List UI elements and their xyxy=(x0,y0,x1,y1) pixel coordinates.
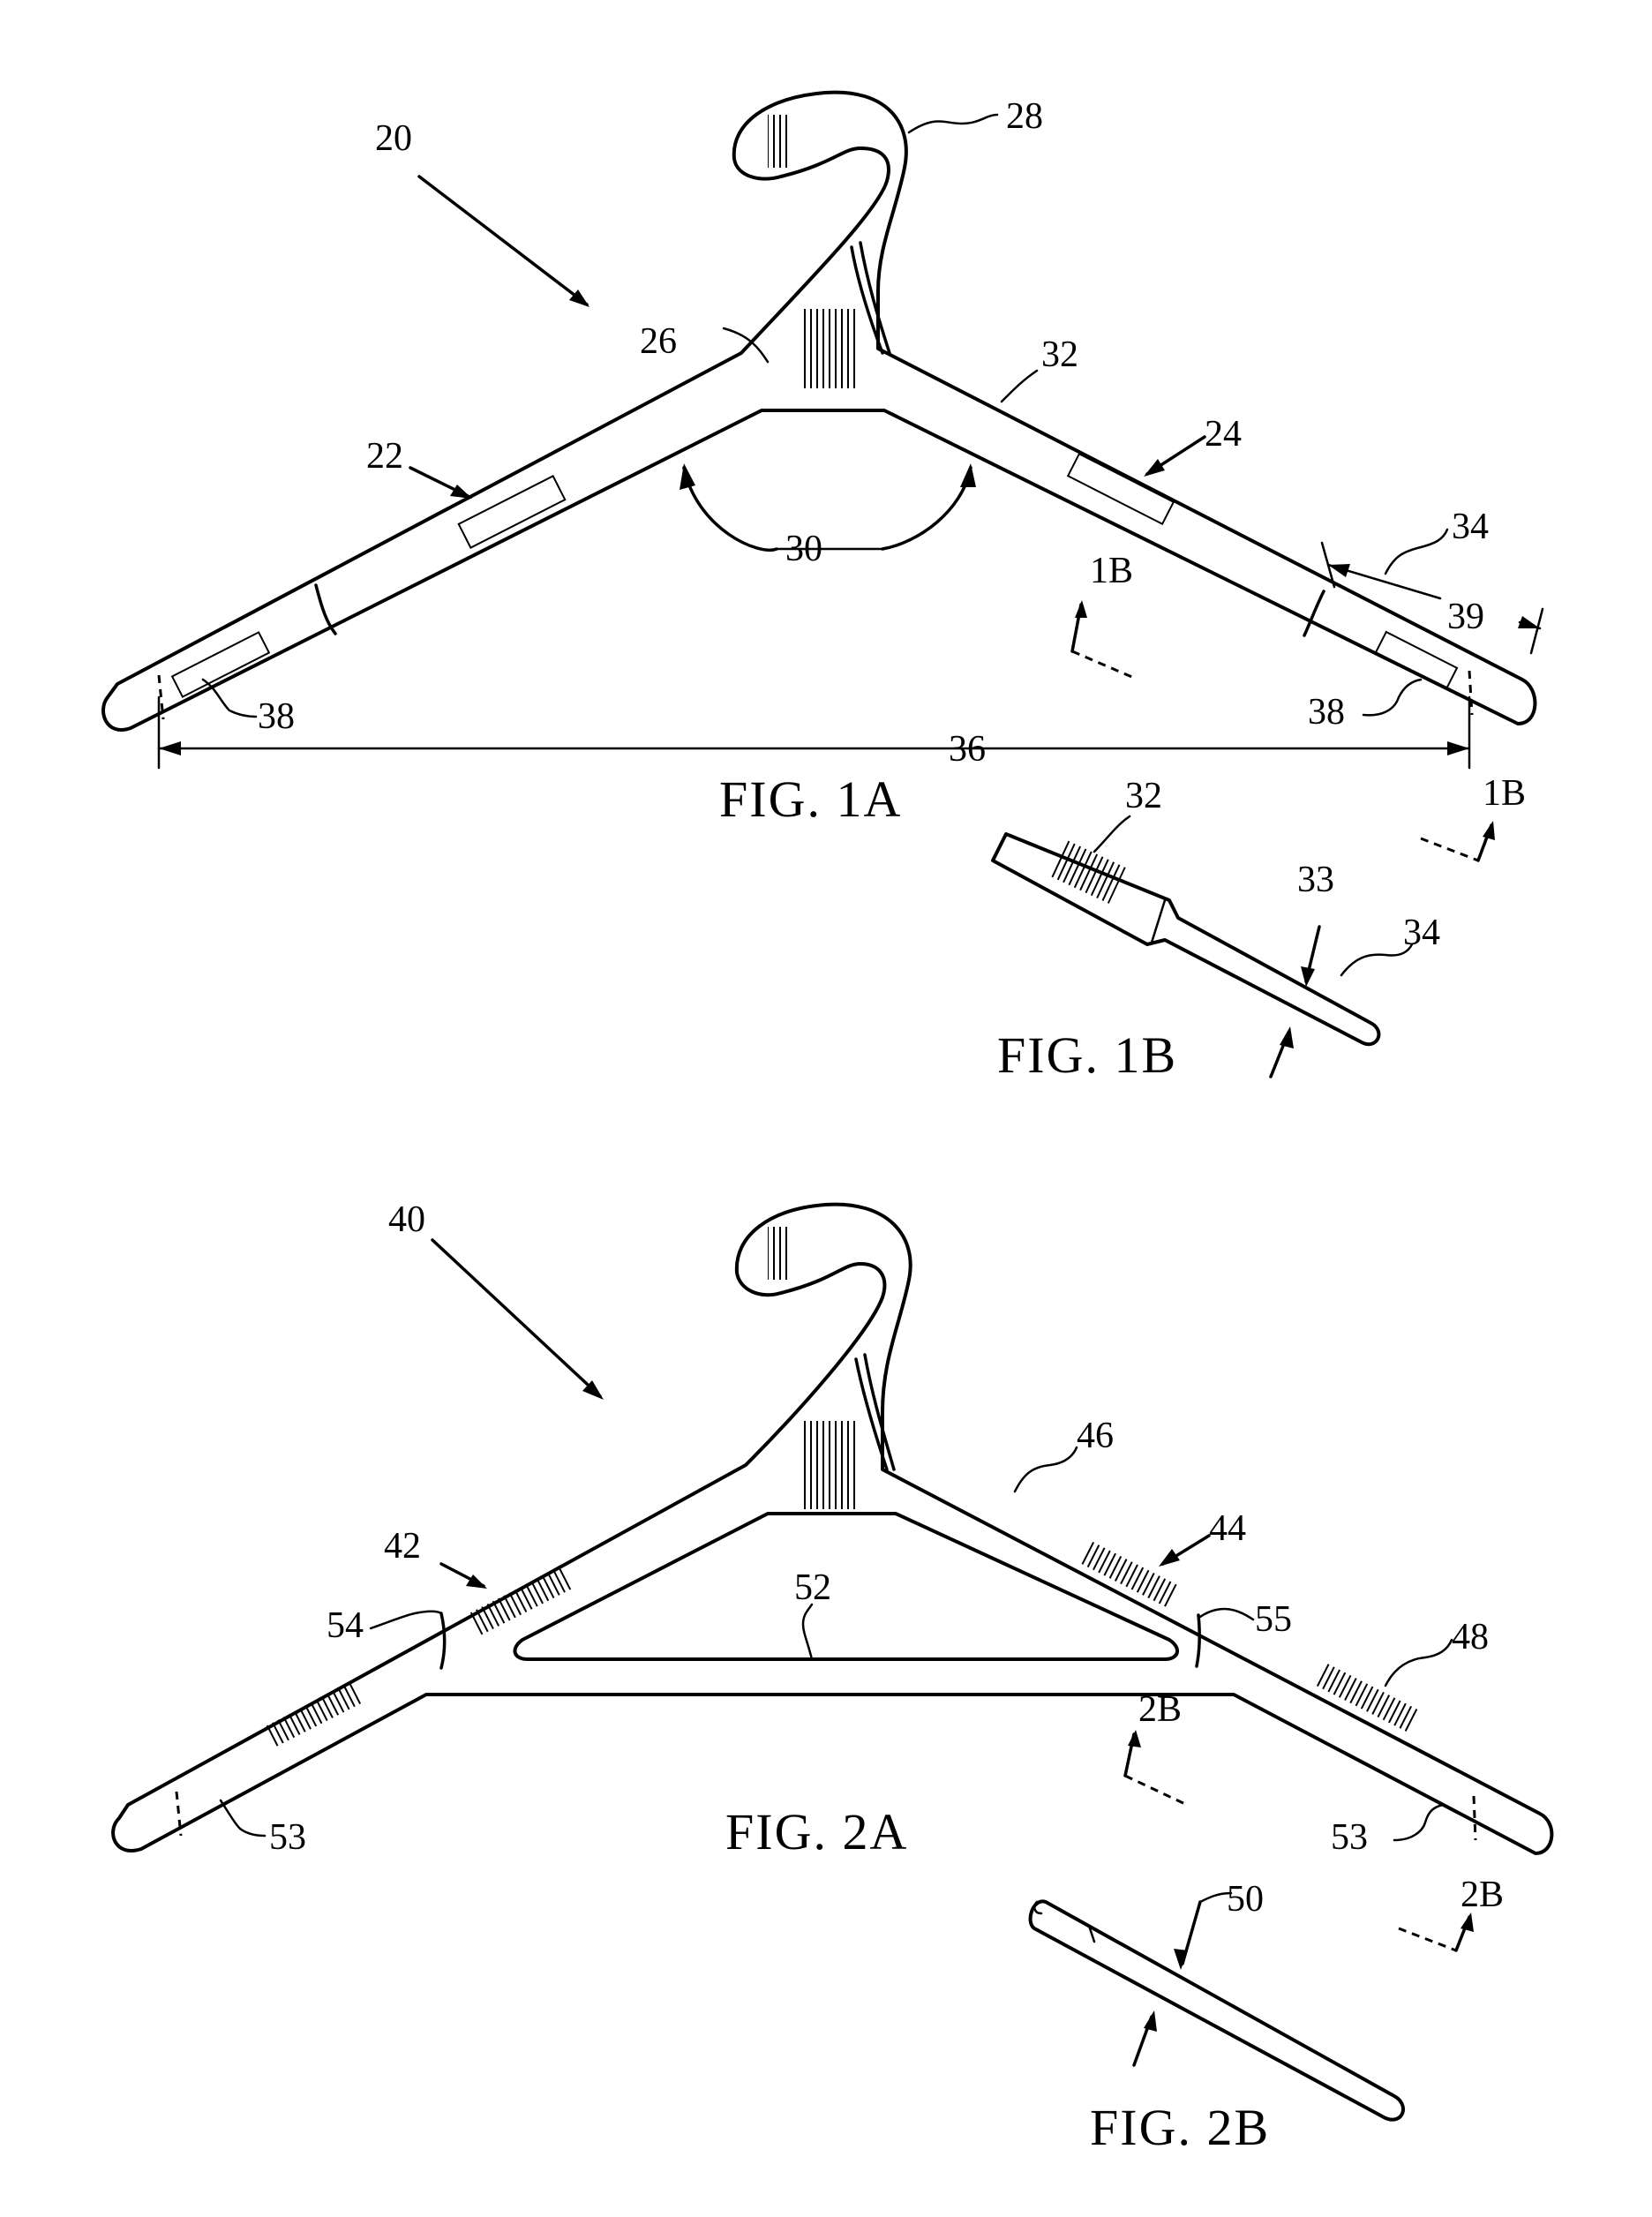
ref-48: 48 xyxy=(1452,1617,1489,1657)
ref-2b-upper: 2B xyxy=(1138,1689,1182,1730)
leader-32 xyxy=(1002,371,1037,402)
ref-53-right: 53 xyxy=(1331,1817,1368,1858)
ref-55: 55 xyxy=(1255,1599,1292,1640)
leader-1b-34 xyxy=(1341,944,1412,975)
section-2b-body xyxy=(1031,1901,1403,2119)
ref-1b-34: 34 xyxy=(1403,913,1440,953)
leader-20 xyxy=(419,177,587,304)
section-mark-2b-lower xyxy=(1399,1928,1456,1950)
angle-arc-30 xyxy=(684,468,777,550)
ref-39: 39 xyxy=(1447,597,1484,637)
ref-1b-lower: 1B xyxy=(1483,773,1526,814)
ref-34: 34 xyxy=(1452,507,1489,547)
leader-53-right xyxy=(1394,1805,1443,1840)
figure-1a: 20 28 26 32 24 22 30 1B 34 39 38 38 36 1… xyxy=(103,93,1543,860)
figure-2a: 40 46 42 44 52 54 55 48 2B 53 53 2B FIG.… xyxy=(113,1199,1551,1950)
ref-54: 54 xyxy=(327,1605,364,1646)
ref-40: 40 xyxy=(388,1199,425,1240)
leader-1b-32 xyxy=(1094,816,1130,852)
ref-38-right: 38 xyxy=(1308,692,1345,733)
ref-1b-33: 33 xyxy=(1297,860,1334,900)
figure-1b: 32 33 34 FIG. 1B xyxy=(993,776,1440,1084)
caption-fig-1b: FIG. 1B xyxy=(997,1026,1177,1084)
ref-46: 46 xyxy=(1077,1416,1114,1456)
hanger-1a-body xyxy=(103,93,1535,730)
ref-42: 42 xyxy=(384,1526,421,1567)
leader-54 xyxy=(371,1612,441,1628)
ref-1b-32: 32 xyxy=(1125,776,1162,816)
ref-38-left: 38 xyxy=(258,696,295,737)
ref-20: 20 xyxy=(375,118,412,159)
section-mark-1b-upper xyxy=(1072,651,1134,678)
caption-fig-2a: FIG. 2A xyxy=(725,1803,908,1860)
section-mark-1b-lower xyxy=(1421,838,1478,860)
leader-40 xyxy=(432,1240,600,1396)
ref-28: 28 xyxy=(1006,96,1043,137)
ref-26: 26 xyxy=(640,321,677,362)
ref-2b-lower: 2B xyxy=(1461,1875,1504,1915)
ref-50: 50 xyxy=(1227,1879,1264,1920)
ref-24: 24 xyxy=(1205,414,1242,455)
caption-fig-1a: FIG. 1A xyxy=(719,770,902,828)
leader-55 xyxy=(1200,1609,1253,1620)
figure-2b: 50 FIG. 2B xyxy=(1031,1879,1403,2156)
ref-22: 22 xyxy=(366,436,403,477)
leader-34 xyxy=(1385,530,1447,574)
ref-32: 32 xyxy=(1041,334,1078,375)
leader-53-left xyxy=(221,1800,265,1836)
leader-28 xyxy=(909,115,997,132)
ref-36: 36 xyxy=(949,729,986,770)
ref-52: 52 xyxy=(794,1567,831,1608)
leader-46 xyxy=(1015,1447,1077,1492)
leader-38-left xyxy=(203,680,256,717)
leader-38-right xyxy=(1363,680,1421,715)
ref-53-left: 53 xyxy=(269,1817,306,1858)
leader-48 xyxy=(1385,1640,1452,1686)
section-mark-2b-upper xyxy=(1125,1776,1187,1805)
ref-1b-upper: 1B xyxy=(1090,551,1133,591)
caption-fig-2b: FIG. 2B xyxy=(1090,2099,1270,2156)
ref-30: 30 xyxy=(785,529,822,569)
ref-44: 44 xyxy=(1209,1508,1246,1549)
